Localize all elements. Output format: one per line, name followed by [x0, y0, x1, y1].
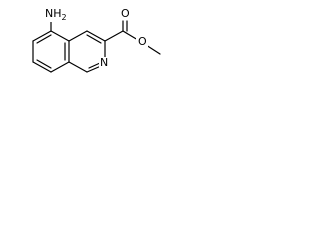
bond-ester-o-methyl: [145, 44, 161, 55]
carbonyl-oxygen-label-background: [119, 8, 131, 20]
ester-oxygen-text: O: [138, 35, 147, 48]
bond-c4-c3: [86, 30, 106, 42]
bond-c8-c8a: [50, 61, 70, 73]
bond-c7-c8-double: [36, 59, 52, 69]
amine-subscript: 2: [62, 13, 67, 22]
amine-label: NH2: [45, 7, 67, 22]
bond-c5-c6-double: [36, 34, 52, 44]
bond-c7-c8: [32, 61, 52, 73]
carbonyl-oxygen-label: O: [121, 7, 130, 20]
structure-canvas: NH2 N O O: [0, 0, 187, 117]
ring-nitrogen-text: N: [100, 56, 108, 69]
carbonyl-oxygen-text: O: [121, 7, 130, 20]
bond-c5-c6: [32, 30, 52, 42]
structure-diagram: NH2 N O O: [32, 7, 161, 73]
bond-c4-c3-double: [86, 34, 102, 44]
bond-c1-c8a: [68, 61, 88, 73]
bond-carbonyl-ester-o: [122, 30, 139, 41]
amine-label-background: [43, 8, 69, 22]
bond-c4a-c5: [50, 30, 70, 42]
bond-c3-carbonyl: [104, 30, 124, 42]
ester-oxygen-label-background: [136, 36, 148, 48]
ring-nitrogen-label: N: [100, 56, 108, 69]
ring-nitrogen-label-background: [99, 57, 111, 69]
ester-oxygen-label: O: [138, 35, 147, 48]
bond-c4a-c4: [68, 30, 88, 42]
bond-c1-n2-double: [88, 62, 101, 69]
bond-n2-c1: [86, 65, 102, 73]
amine-main-text: NH: [45, 7, 62, 20]
